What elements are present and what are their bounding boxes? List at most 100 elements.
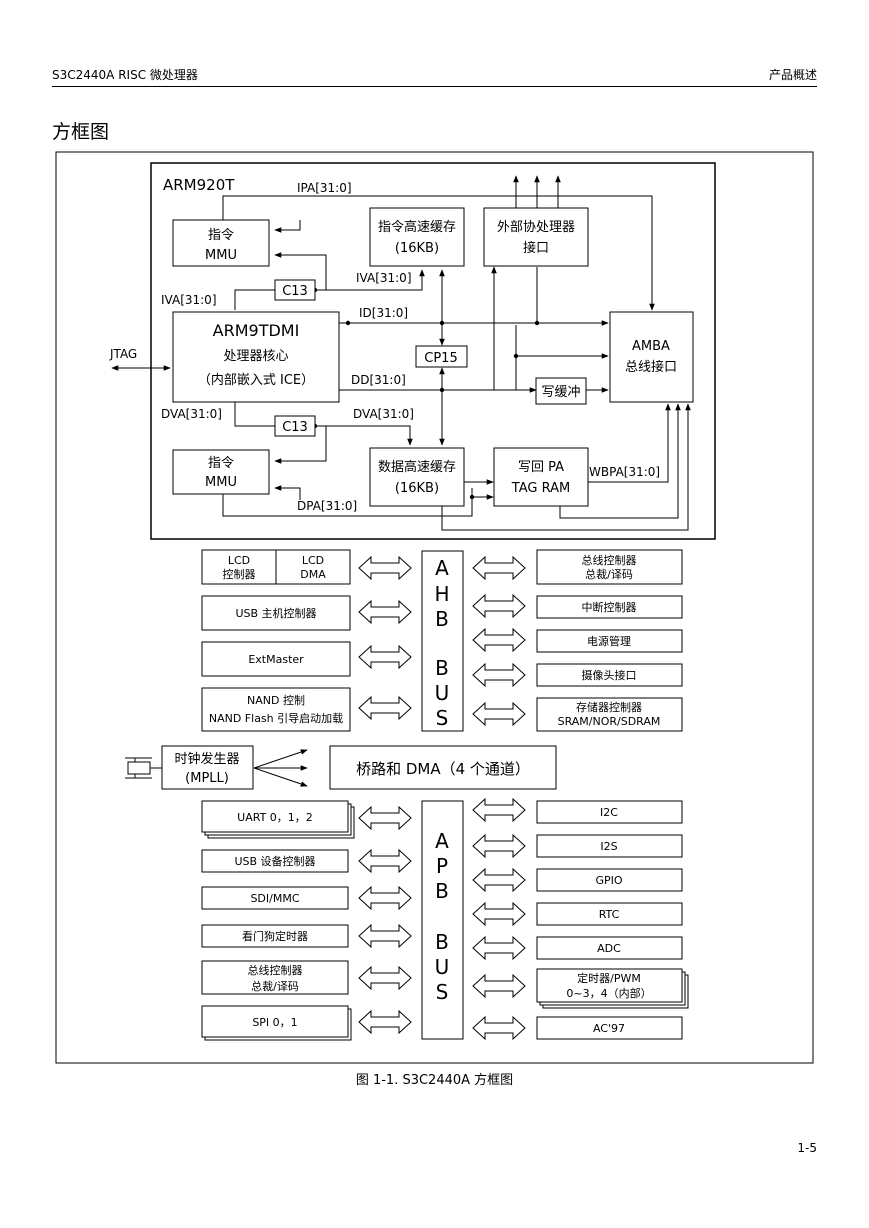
svg-text:A: A [435, 829, 449, 853]
uart-label: UART 0，1，2 [237, 811, 313, 824]
extmaster-box [201, 641, 351, 677]
i2c-box [536, 800, 683, 824]
amba-label-1: AMBA [632, 339, 670, 354]
dcache-box [369, 447, 465, 507]
svg-text:B: B [435, 930, 449, 954]
coproc-box [483, 207, 589, 267]
ac97-label: AC'97 [593, 1022, 625, 1035]
amba-label-2: 总线接口 [625, 359, 677, 375]
intc-label: 中断控制器 [582, 600, 637, 614]
clock-arrows [253, 749, 308, 787]
gpio-label: GPIO [595, 874, 622, 887]
iva-left-signal: IVA[31:0] [161, 293, 217, 307]
bridge-box [329, 745, 557, 790]
timer-box [536, 968, 683, 1003]
dpa-signal: DPA[31:0] [297, 499, 357, 513]
header-right: 产品概述 [768, 68, 817, 82]
lcd-dma-label-2: DMA [300, 568, 326, 581]
svg-text:B: B [435, 656, 449, 680]
arm920t-core [150, 162, 716, 540]
lcd-dma-label-1: LCD [302, 554, 324, 567]
apb-busctrl-label-1: 总线控制器 [248, 963, 303, 977]
adc-label: ADC [597, 942, 621, 955]
ahb-busctrl-label-2: 总裁/译码 [585, 567, 633, 581]
usb-dev-box [201, 849, 349, 873]
spi-box [201, 1005, 349, 1038]
spi-label: SPI 0，1 [252, 1016, 297, 1029]
cpu-label-2: 处理器核心 [223, 349, 288, 364]
figure-caption: 图 1-1. S3C2440A 方框图 [355, 1073, 514, 1088]
memctrl-label-2: SRAM/NOR/SDRAM [558, 715, 661, 728]
id-signal: ID[31:0] [359, 306, 408, 320]
power-box [536, 629, 683, 653]
nand-label-1: NAND 控制 [247, 693, 305, 707]
svg-text:U: U [435, 955, 450, 979]
dva-right-signal: DVA[31:0] [353, 407, 414, 421]
memctrl-box [536, 697, 683, 732]
core-wiring [111, 175, 691, 531]
crystal-icon [125, 757, 162, 779]
apb-busctrl-label-2: 总裁/译码 [251, 979, 299, 993]
usb-dev-label: USB 设备控制器 [234, 854, 315, 868]
cpu-label-3: （内部嵌入式 ICE） [198, 372, 314, 388]
cpu-label-1: ARM9TDMI [213, 321, 300, 340]
nand-label-2: NAND Flash 引导启动加载 [209, 711, 343, 725]
usb-host-box [201, 595, 351, 631]
ipa-signal: IPA[31:0] [297, 181, 352, 195]
iva-top-signal: IVA[31:0] [356, 271, 412, 285]
page-title: 方框图 [52, 121, 110, 143]
coproc-label-2: 接口 [523, 240, 549, 256]
apb-bus-box [421, 800, 464, 1040]
rtc-box [536, 902, 683, 926]
camera-label: 摄像头接口 [582, 668, 637, 682]
tagram-label-1: 写回 PA [518, 460, 564, 475]
svg-text:B: B [435, 879, 449, 903]
ahb-busctrl-box [536, 549, 683, 585]
tagram-label-2: TAG RAM [511, 481, 570, 496]
clock-label-2: (MPLL) [185, 771, 229, 786]
timer-label-1: 定时器/PWM [577, 971, 641, 985]
svg-text:B: B [435, 607, 449, 631]
jtag-signal: JTAG [109, 347, 137, 361]
wdt-box [201, 924, 349, 948]
lcd-dma-box [275, 549, 351, 585]
tagram-box [493, 447, 589, 507]
power-label: 电源管理 [587, 634, 631, 648]
icache-label-2: (16KB) [395, 241, 439, 256]
lcd-ctrl-label-1: LCD [228, 554, 250, 567]
immu-box [172, 219, 270, 267]
svg-text:H: H [434, 582, 449, 606]
icache-box [369, 207, 465, 267]
outer-frame [55, 151, 814, 1064]
camera-box [536, 663, 683, 687]
gpio-box [536, 868, 683, 892]
dcache-label-1: 数据高速缓存 [378, 459, 456, 475]
adc-box [536, 936, 683, 960]
sdi-label: SDI/MMC [250, 892, 299, 905]
c13-top-label: C13 [282, 284, 308, 299]
immu-label-1: 指令 [208, 228, 234, 243]
dmmu-label-2: MMU [205, 475, 237, 490]
intc-box [536, 595, 683, 619]
apb-bus-letters: A P B B U S [435, 829, 450, 1004]
header-left: S3C2440A RISC 微处理器 [52, 68, 198, 82]
svg-text:S: S [436, 706, 449, 730]
header-rule [52, 86, 817, 87]
wbuf-label: 写缓冲 [541, 385, 580, 400]
uart-box [201, 800, 349, 833]
dmmu-box [172, 449, 270, 495]
cp15-label: CP15 [424, 351, 457, 366]
ac97-box [536, 1016, 683, 1040]
ahb-bus-box [421, 550, 464, 732]
dmmu-label-1: 指令 [208, 456, 234, 471]
svg-text:A: A [435, 556, 449, 580]
usb-host-label: USB 主机控制器 [235, 606, 316, 620]
c13-bottom-box [274, 415, 316, 437]
extmaster-label: ExtMaster [248, 653, 304, 666]
icache-label-1: 指令高速缓存 [378, 219, 456, 235]
core-title: ARM920T [163, 176, 235, 194]
svg-text:P: P [436, 854, 448, 878]
coproc-label-1: 外部协处理器 [497, 220, 575, 235]
wdt-label: 看门狗定时器 [242, 929, 308, 943]
